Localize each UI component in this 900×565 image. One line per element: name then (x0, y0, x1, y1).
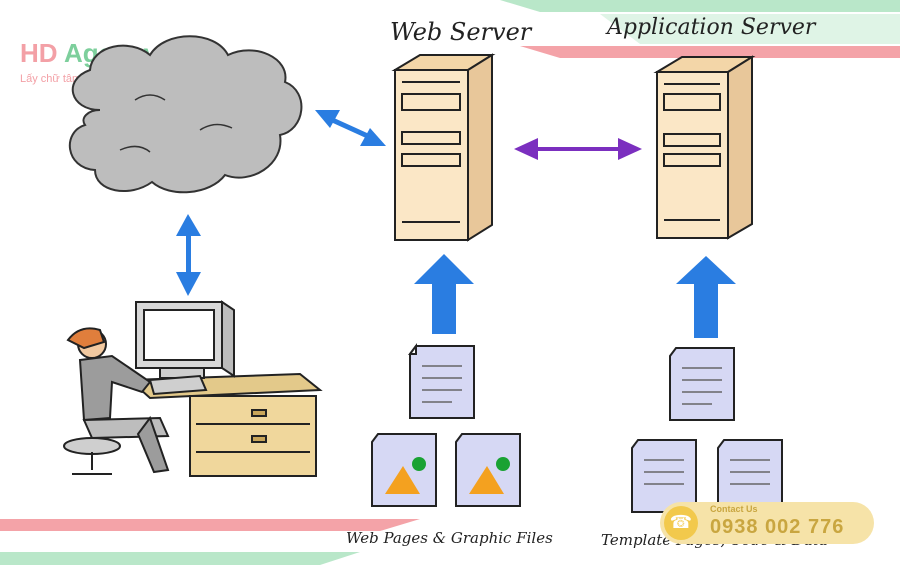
server-link-arrow (514, 138, 642, 160)
application-server-label: Application Server (605, 15, 817, 40)
contact-badge[interactable]: ☎ Contact Us 0938 002 776 (660, 502, 874, 544)
bottom-stripes (0, 519, 420, 565)
web-page-document-icon (408, 343, 475, 419)
graphic-file-icon-2 (455, 433, 521, 507)
app-files-up-arrow (676, 256, 736, 338)
web-server-icon (391, 53, 496, 242)
phone-icon: ☎ (664, 506, 698, 540)
contact-caption: Contact Us (710, 504, 758, 514)
web-files-caption: Web Pages & Graphic Files (346, 529, 553, 547)
cloud-user-arrow (176, 214, 201, 296)
internet-cloud-icon (68, 35, 303, 194)
user-at-computer-icon (63, 300, 323, 477)
template-page-document-icon (669, 347, 735, 421)
application-server-icon (653, 55, 756, 240)
cloud-web-server-arrow (315, 110, 386, 146)
logo-hd: HD (20, 38, 58, 68)
contact-phone-number[interactable]: 0938 002 776 (710, 516, 845, 538)
graphic-file-icon (371, 433, 437, 507)
top-stripes (500, 0, 900, 58)
web-server-label: Web Server (390, 18, 533, 46)
web-files-up-arrow (414, 254, 474, 334)
